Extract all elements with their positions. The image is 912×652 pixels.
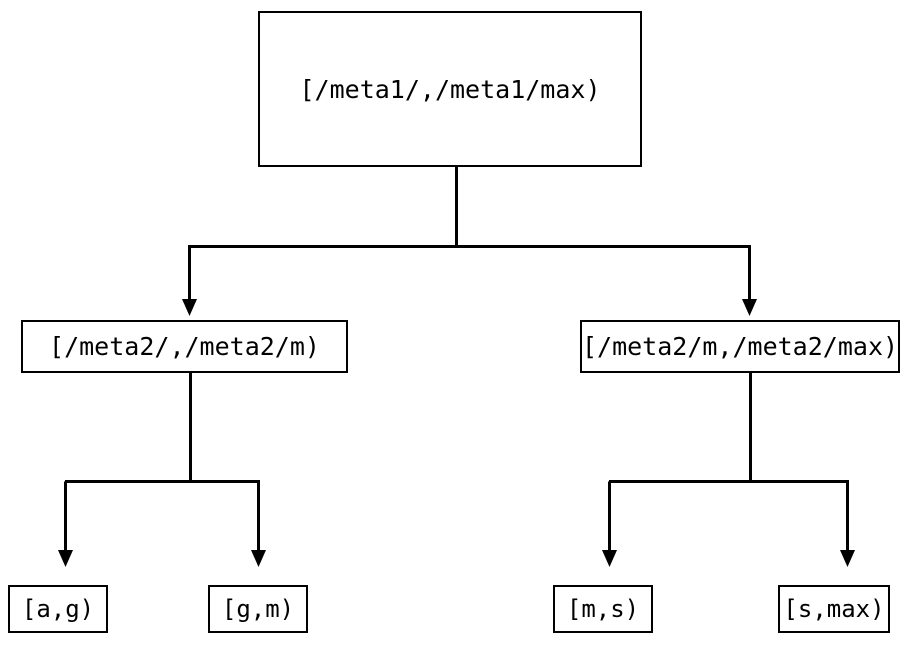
node-leaf-3-label: [m,s) bbox=[566, 595, 640, 623]
edge-mid-left-to-leaves bbox=[64, 373, 260, 551]
node-leaf-3[interactable]: [m,s) bbox=[553, 585, 653, 633]
arrowhead-leaf-3 bbox=[602, 550, 617, 567]
edge-mid-right-to-leaves bbox=[608, 373, 849, 551]
node-leaf-4[interactable]: [s,max) bbox=[778, 585, 890, 633]
arrowhead-leaf-1 bbox=[58, 550, 73, 567]
node-root-label: [/meta1/,/meta1/max) bbox=[299, 74, 601, 104]
node-mid-left[interactable]: [/meta2/,/meta2/m) bbox=[21, 320, 348, 373]
arrowhead-mid-left bbox=[182, 299, 197, 316]
arrowhead-mid-right bbox=[742, 299, 757, 316]
node-leaf-2[interactable]: [g,m) bbox=[208, 585, 308, 633]
node-leaf-1-label: [a,g) bbox=[21, 595, 95, 623]
node-root[interactable]: [/meta1/,/meta1/max) bbox=[258, 11, 642, 167]
arrowhead-leaf-2 bbox=[251, 550, 266, 567]
node-mid-left-label: [/meta2/,/meta2/m) bbox=[49, 332, 320, 361]
edge-root-to-mid-left bbox=[188, 167, 751, 300]
node-mid-right[interactable]: [/meta2/m,/meta2/max) bbox=[580, 320, 900, 373]
node-mid-right-label: [/meta2/m,/meta2/max) bbox=[581, 332, 899, 361]
node-leaf-2-label: [g,m) bbox=[221, 595, 295, 623]
node-leaf-1[interactable]: [a,g) bbox=[8, 585, 108, 633]
arrowhead-leaf-4 bbox=[840, 550, 855, 567]
node-leaf-4-label: [s,max) bbox=[783, 595, 885, 623]
